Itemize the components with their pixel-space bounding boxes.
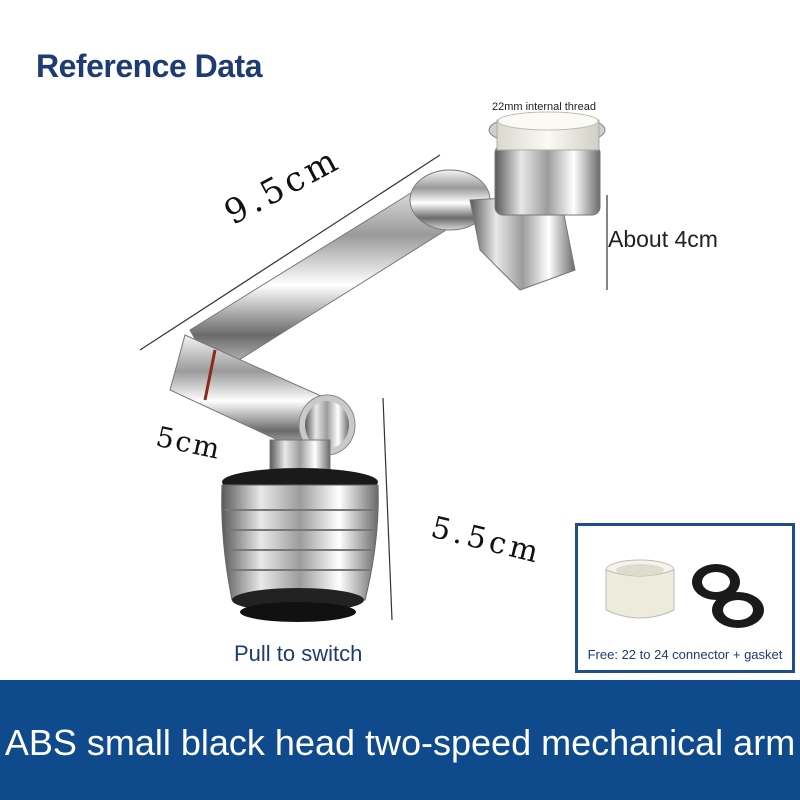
banner-text: ABS small black head two-speed mechanica… bbox=[4, 722, 796, 763]
page-title: Reference Data bbox=[36, 48, 263, 84]
pull-to-switch-label: Pull to switch bbox=[234, 641, 363, 666]
top-connector bbox=[469, 111, 606, 291]
connector-gasket-illustration bbox=[605, 559, 764, 628]
height-label: About 4cm bbox=[608, 226, 718, 252]
thread-label: 22mm internal thread bbox=[492, 101, 596, 113]
bottom-banner: ABS small black head two-speed mechanica… bbox=[0, 680, 800, 800]
inset-caption: Free: 22 to 24 connector + gasket bbox=[587, 647, 783, 662]
free-accessories-panel: Free: 22 to 24 connector + gasket bbox=[575, 523, 795, 673]
aerator-head bbox=[221, 468, 379, 622]
dimension-line-arm bbox=[139, 154, 441, 351]
dimension-line-drop bbox=[382, 397, 393, 621]
